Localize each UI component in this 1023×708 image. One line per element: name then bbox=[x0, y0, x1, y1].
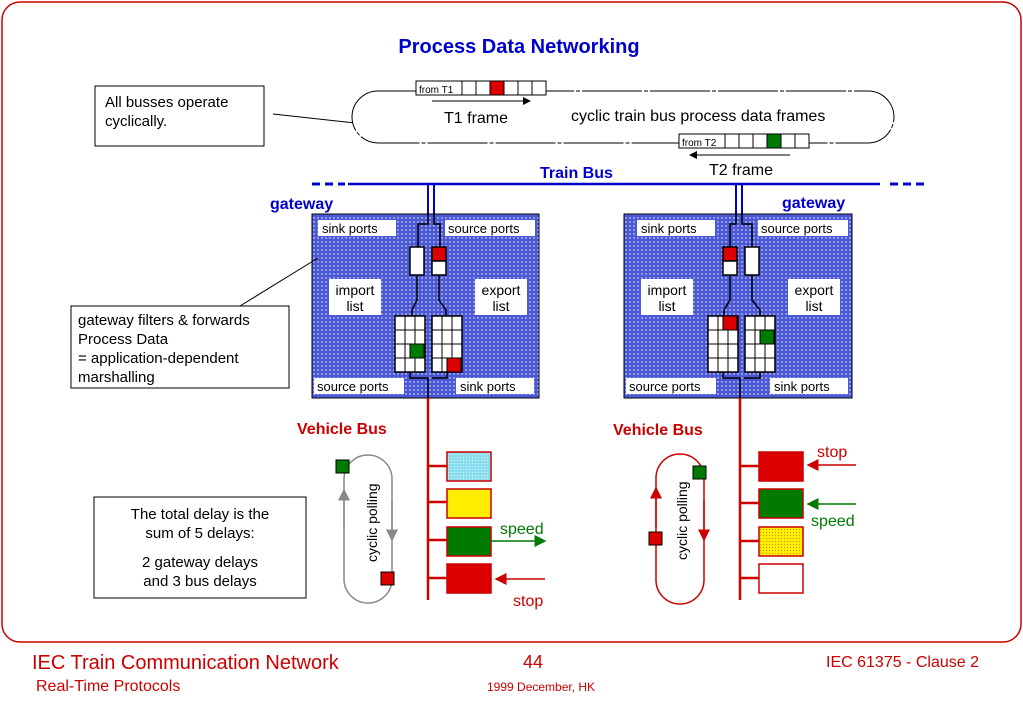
gateway-left-export-line-1: export bbox=[482, 282, 521, 298]
busses-callout-line-1: All busses operate bbox=[105, 94, 228, 111]
gateway-left-source-ports-top: source ports bbox=[448, 221, 520, 236]
gateway-filters-line-2: Process Data bbox=[78, 331, 169, 348]
gateway-left-sink-ports-bottom: sink ports bbox=[460, 379, 516, 394]
vehicle-bus-left-label: Vehicle Bus bbox=[297, 421, 387, 438]
vehicle-right-device-2 bbox=[758, 488, 804, 519]
train-bus: Train Bus bbox=[312, 165, 925, 214]
delay-line-3: 2 gateway delays bbox=[142, 554, 258, 571]
gateway-left: gateway sink ports source ports import l… bbox=[270, 196, 540, 399]
footer-subtitle: Real-Time Protocols bbox=[36, 678, 181, 695]
vehicle-right-polling-loop: cyclic polling bbox=[648, 453, 710, 605]
vehicle-left-stop: stop bbox=[513, 593, 543, 610]
gateway-right-sink-ports-top: sink ports bbox=[641, 221, 697, 236]
gateway-right-import-line-2: list bbox=[658, 298, 675, 314]
vehicle-right-speed: speed bbox=[811, 513, 855, 530]
t1-frame-tag: from T1 bbox=[419, 85, 454, 96]
vehicle-bus-left: Vehicle Bus speed stop cyclic polling bbox=[297, 398, 547, 610]
footer-page-number: 44 bbox=[523, 652, 544, 672]
vehicle-left-device-1 bbox=[446, 451, 492, 482]
gateway-filters-line-4: marshalling bbox=[78, 369, 155, 386]
vehicle-left-device-2 bbox=[446, 488, 492, 519]
gateway-left-import-line-2: list bbox=[346, 298, 363, 314]
gateway-left-import-line-1: import bbox=[336, 282, 375, 298]
gateway-right-label: gateway bbox=[782, 195, 845, 212]
vehicle-right-device-4 bbox=[758, 563, 804, 594]
slide-border bbox=[1, 1, 1022, 643]
t2-frame-label: T2 frame bbox=[709, 162, 773, 179]
gateway-filters-line-1: gateway filters & forwards bbox=[78, 312, 250, 329]
gateway-right-export-line-1: export bbox=[795, 282, 834, 298]
gateway-right-grid-a bbox=[707, 315, 739, 373]
gateway-left-grid-b bbox=[431, 315, 463, 373]
t1-frame-label: T1 frame bbox=[444, 110, 508, 127]
vehicle-left-polling-loop: cyclic polling bbox=[335, 454, 398, 604]
footer-date: 1999 December, HK bbox=[487, 680, 596, 694]
t1-frame: from T1 T1 frame bbox=[415, 80, 547, 127]
footer-clause: IEC 61375 - Clause 2 bbox=[826, 654, 979, 671]
gateway-right-export-line-2: list bbox=[805, 298, 822, 314]
vehicle-left-polling-label: cyclic polling bbox=[364, 483, 380, 562]
gateway-left-export-line-2: list bbox=[492, 298, 509, 314]
footer-network: IEC Train Communication Network bbox=[32, 652, 339, 674]
t2-frame-tag: from T2 bbox=[682, 138, 717, 149]
delay-line-4: and 3 bus delays bbox=[143, 573, 256, 590]
gateway-right: gateway sink ports source ports import l… bbox=[623, 195, 853, 399]
gateway-left-label: gateway bbox=[270, 196, 333, 213]
vehicle-left-device-3 bbox=[446, 526, 492, 557]
train-bus-frames: cyclic train bus process data frames fro… bbox=[351, 80, 895, 179]
vehicle-bus-right-label: Vehicle Bus bbox=[613, 422, 703, 439]
gateway-filters-line-3: = application-dependent bbox=[78, 350, 239, 367]
t2-frame: from T2 T2 frame bbox=[678, 133, 810, 179]
vehicle-left-device-4 bbox=[446, 563, 492, 594]
gateway-right-source-ports-top: source ports bbox=[761, 221, 833, 236]
slide-title: Process Data Networking bbox=[398, 36, 639, 58]
vehicle-right-polling-label: cyclic polling bbox=[674, 481, 690, 560]
gateway-right-import-line-1: import bbox=[648, 282, 687, 298]
train-bus-label: Train Bus bbox=[540, 165, 613, 182]
gateway-right-grid-b bbox=[744, 315, 776, 373]
delay-line-2: sum of 5 delays: bbox=[145, 525, 254, 542]
frames-caption: cyclic train bus process data frames bbox=[571, 108, 825, 125]
delay-callout: The total delay is the sum of 5 delays: … bbox=[93, 496, 307, 599]
gateway-right-sink-ports-bottom: sink ports bbox=[774, 379, 830, 394]
delay-line-1: The total delay is the bbox=[131, 506, 269, 523]
vehicle-right-device-3 bbox=[758, 526, 804, 557]
gateway-filters-callout: gateway filters & forwards Process Data … bbox=[70, 257, 319, 389]
vehicle-bus-right: Vehicle Bus stop speed cyclic polling bbox=[613, 398, 856, 605]
gateway-left-source-ports-bottom: source ports bbox=[317, 379, 389, 394]
gateway-left-grid-a bbox=[394, 315, 426, 373]
gateway-right-source-ports-bottom: source ports bbox=[629, 379, 701, 394]
vehicle-right-stop: stop bbox=[817, 444, 847, 461]
gateway-left-sink-ports-top: sink ports bbox=[322, 221, 378, 236]
busses-callout-line-2: cyclically. bbox=[105, 113, 167, 130]
vehicle-right-device-1 bbox=[758, 451, 804, 482]
vehicle-left-speed: speed bbox=[500, 521, 544, 538]
busses-callout: All busses operate cyclically. bbox=[94, 85, 356, 147]
